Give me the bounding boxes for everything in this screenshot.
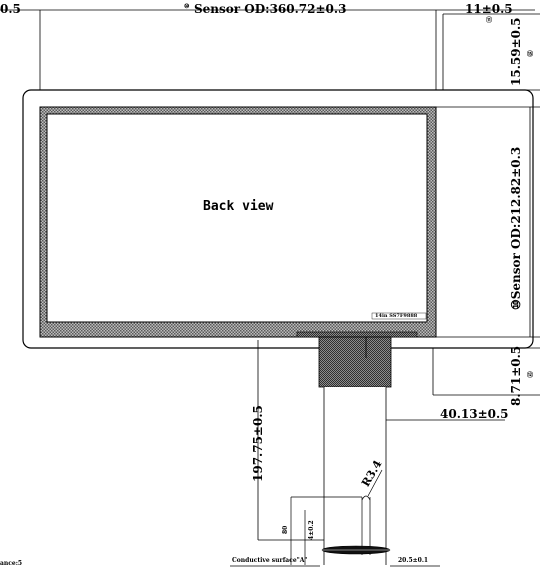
- small-4-dimension: 4±0.2: [308, 520, 315, 540]
- top-left-partial-dimension: 0.5: [0, 2, 21, 16]
- right-vertical-top-dimension: 15.59±0.5: [509, 17, 523, 86]
- bottom-left-partial-text: ance:5: [0, 560, 23, 567]
- small-80-dimension: 80: [282, 525, 289, 534]
- back-view-label: Back view: [203, 199, 274, 214]
- part-label-box: [371, 312, 427, 320]
- tail-offset-dimension-text: 40.13±0.5: [440, 407, 509, 421]
- fpc-tail: [318, 336, 392, 565]
- sensor-height-dimension: ⑩Sensor OD:212.82±0.3: [509, 146, 523, 310]
- right-vertical-bottom-mark: ⑫: [527, 372, 534, 379]
- right-vertical-bottom-dimension: 8.71±0.5: [509, 345, 523, 406]
- tail-width-dimension: 20.5±0.1: [398, 557, 429, 564]
- right-top-mark: ⑪: [486, 17, 493, 24]
- right-dimension-lines: [432, 106, 540, 396]
- part-label-text: 14in SS7F9888: [375, 313, 418, 319]
- tail-detail-lines: [230, 469, 440, 567]
- sensor-width-mark: ⑩: [184, 3, 190, 10]
- right-vertical-top-mark: ⑮: [527, 51, 534, 58]
- bonding-strip: [296, 331, 418, 338]
- conductive-surface-label: Conductive surface"A": [232, 557, 308, 564]
- top-dimension-lines: [0, 9, 540, 91]
- tail-length-dimension-text: 197.75±0.5: [251, 405, 265, 482]
- sensor-width-dimension: Sensor OD:360.72±0.3: [194, 2, 347, 16]
- active-area: [46, 113, 428, 323]
- right-top-dimension: 11±0.5: [465, 2, 513, 16]
